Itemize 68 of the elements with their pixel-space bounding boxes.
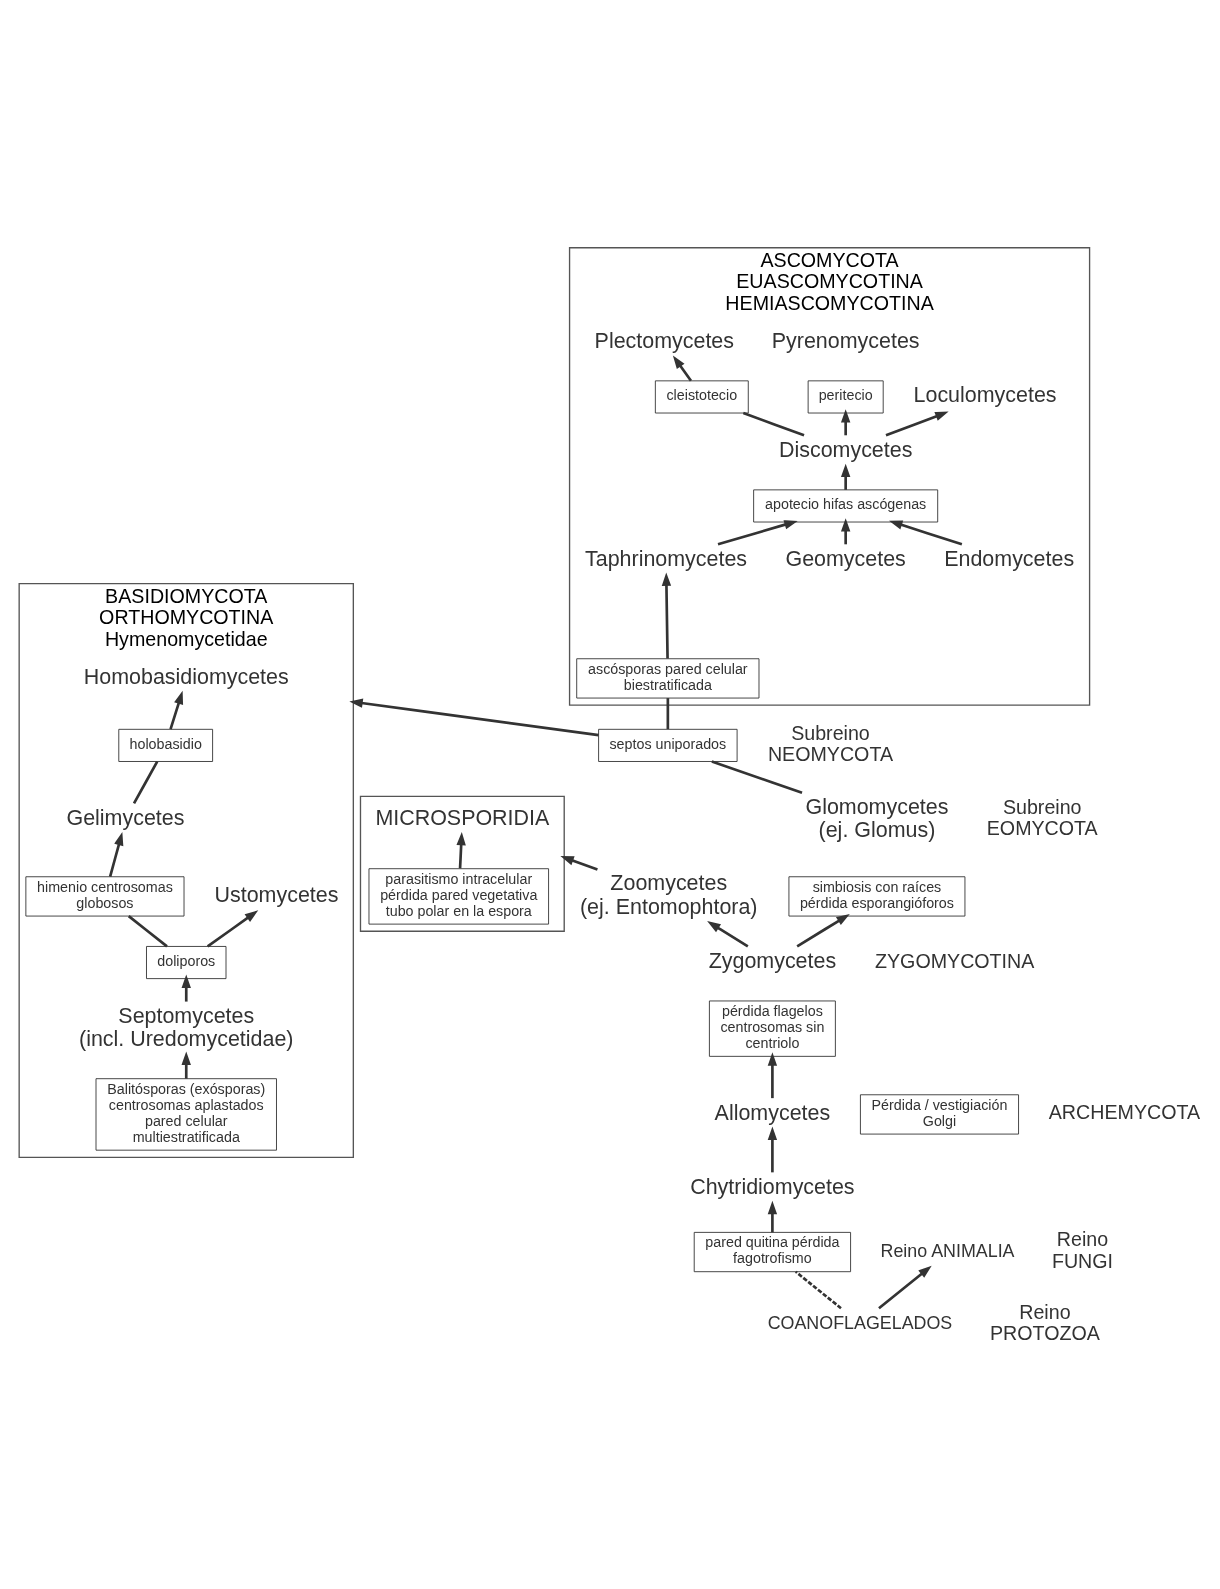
arrow bbox=[181, 974, 191, 1002]
node-box: Balitósporas (exósporas) centrosomas aplastados pared celular multiestratificada bbox=[95, 1077, 277, 1151]
arrow bbox=[661, 572, 672, 659]
arrow bbox=[717, 519, 798, 546]
node-box: pared quitina pérdida fagotrofismo bbox=[693, 1231, 852, 1272]
arrow bbox=[560, 855, 598, 871]
node-text: Chytridiomycetes bbox=[690, 1174, 855, 1199]
label: Reino FUNGI bbox=[1051, 1227, 1113, 1272]
node-text: Loculomycetes bbox=[913, 382, 1057, 407]
node-box: apotecio hifas ascógenas bbox=[753, 488, 939, 522]
node-box: simbiosis con raíces pérdida esporangióforos bbox=[788, 875, 966, 916]
connector bbox=[711, 759, 803, 794]
node-text: Gelimycetes bbox=[66, 805, 185, 830]
node-box: parasitismo intracelular pérdida pared vegetativa tubo polar en la espora bbox=[368, 867, 549, 925]
connector bbox=[127, 914, 168, 947]
node-text: MICROSPORIDIA bbox=[375, 805, 550, 830]
label: Reino PROTOZOA bbox=[989, 1300, 1100, 1344]
arrow bbox=[169, 690, 184, 729]
arrow bbox=[796, 913, 850, 948]
node-text: Septomycetes (incl. Uredomycetidae) bbox=[79, 1003, 294, 1051]
node-text: Endomycetes bbox=[944, 546, 1075, 571]
label: Subreino EOMYCOTA bbox=[986, 795, 1098, 839]
node-box: ascósporas pared celular biestratificada bbox=[576, 657, 760, 698]
node-text: Discomycetes bbox=[778, 437, 913, 462]
arrow bbox=[767, 1051, 778, 1098]
arrow bbox=[456, 831, 466, 868]
node-text: Glomomycetes (ej. Glomus) bbox=[805, 794, 949, 842]
arrow bbox=[885, 411, 949, 437]
node-text: Taphrinomycetes bbox=[585, 546, 748, 571]
node-text: Zoomycetes (ej. Entomophtora) bbox=[579, 870, 758, 919]
node-text: Ustomycetes bbox=[214, 882, 339, 907]
node-box: pérdida flagelos centrosomas sin centriolo bbox=[708, 1000, 836, 1057]
node-text: Zygomycetes bbox=[708, 948, 837, 973]
node-text: Allomycetes bbox=[714, 1100, 831, 1125]
arrow bbox=[181, 1050, 191, 1079]
arrow bbox=[840, 463, 851, 490]
node-box: peritecio bbox=[807, 379, 884, 413]
arrow bbox=[878, 1265, 932, 1309]
cluster bbox=[359, 795, 565, 932]
node-box: doliporos bbox=[146, 945, 227, 979]
label: Subreino NEOMYCOTA bbox=[767, 721, 894, 765]
node-box: holobasidio bbox=[118, 728, 214, 762]
node-text: Geomycetes bbox=[785, 546, 906, 571]
node-text: Plectomycetes bbox=[594, 328, 734, 353]
node-box: himenio centrosomas globosos bbox=[25, 875, 185, 916]
label: ZYGOMYCOTINA bbox=[875, 949, 1035, 972]
arrow bbox=[672, 354, 693, 382]
node-box: septos uniporados bbox=[598, 728, 738, 762]
label: ARCHEMYCOTA bbox=[1048, 1100, 1201, 1123]
arrow bbox=[840, 408, 851, 435]
connector bbox=[794, 1270, 842, 1309]
arrow bbox=[767, 1200, 778, 1232]
arrow bbox=[889, 519, 963, 546]
arrow bbox=[767, 1126, 778, 1172]
arrow bbox=[840, 517, 851, 544]
node-text: Homobasidiomycetes bbox=[83, 664, 289, 689]
node-box: cleistotecio bbox=[654, 379, 749, 413]
connector bbox=[742, 411, 805, 437]
arrow bbox=[349, 698, 599, 736]
node-text: COANOFLAGELADOS bbox=[767, 1312, 953, 1333]
connector bbox=[132, 760, 159, 804]
node-box: Pérdida / vestigiación Golgi bbox=[859, 1093, 1019, 1135]
arrow bbox=[108, 831, 124, 877]
connector bbox=[666, 697, 670, 729]
node-text: Pyrenomycetes bbox=[771, 328, 920, 353]
node-text: Reino ANIMALIA bbox=[880, 1240, 1015, 1260]
arrow bbox=[707, 920, 749, 948]
arrow bbox=[206, 909, 259, 947]
